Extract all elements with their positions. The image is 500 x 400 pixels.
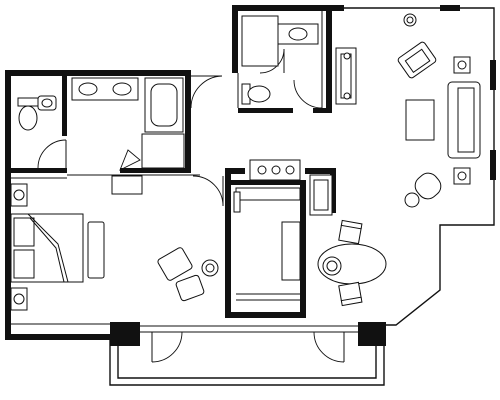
kitchen-sink xyxy=(233,191,241,213)
wall-pier-right xyxy=(358,322,386,346)
bedroom-chair xyxy=(157,247,193,281)
kitchen-counter xyxy=(281,221,301,281)
wall-kitchen-right xyxy=(300,180,306,318)
pillow-2 xyxy=(13,249,35,279)
lamp-1 xyxy=(343,52,351,60)
side-table-round xyxy=(404,192,420,208)
outline-right-lower xyxy=(386,180,495,326)
dining-table xyxy=(317,243,387,285)
bathroom-2 xyxy=(241,15,319,105)
door-swing-bath xyxy=(119,149,141,171)
wall-right-a xyxy=(490,60,496,90)
bedroom xyxy=(10,183,219,311)
outline-top-right xyxy=(460,7,495,60)
coffee-table xyxy=(405,99,435,141)
end-table-lamp-2 xyxy=(457,171,467,181)
shower xyxy=(141,133,185,169)
bedroom-side-table xyxy=(201,259,219,277)
balcony-outer xyxy=(109,340,385,386)
plant xyxy=(403,13,417,27)
walls xyxy=(5,5,496,346)
vanity-basin-1 xyxy=(78,82,98,96)
wall-bath2-top xyxy=(232,5,332,11)
door-swing-bath2-closet xyxy=(293,79,323,109)
wall-bath2-right xyxy=(326,5,332,113)
sofa-cushion xyxy=(457,87,475,153)
wall-bedroom-bottom xyxy=(5,334,110,340)
toilet-tank-left xyxy=(17,97,39,107)
wall-bath-bottom-right xyxy=(120,168,191,173)
wall-bath-right xyxy=(185,70,191,170)
vanity-basin-2 xyxy=(112,82,132,96)
bed-cover xyxy=(27,213,69,283)
wall-kitchen-left xyxy=(225,168,231,318)
wall-kitchen-top-b xyxy=(305,168,335,174)
balcony-inner xyxy=(117,340,377,379)
door-swing-balcony-right xyxy=(313,331,345,363)
door-swing-halfbath xyxy=(37,139,67,169)
wall-pier-left xyxy=(110,322,140,346)
wall-kitchen-inner-top xyxy=(231,180,306,185)
dining-area xyxy=(317,219,387,307)
kitchen xyxy=(233,159,333,281)
wall-bath-divider xyxy=(62,76,67,136)
bench xyxy=(87,221,105,279)
sink-basin-2 xyxy=(288,27,308,41)
wall-bath2-bottom-right xyxy=(313,108,332,113)
sink-basin-left xyxy=(41,98,53,108)
armchair-1 xyxy=(397,41,437,79)
wall-top-right-a xyxy=(332,5,344,11)
wall-kitchen-column xyxy=(330,168,336,213)
counter-top xyxy=(235,187,301,201)
bathtub-inner xyxy=(150,83,178,127)
hall-cabinet xyxy=(111,175,143,195)
tv-cabinet-inner xyxy=(340,53,352,99)
pillow-1 xyxy=(13,217,35,247)
door-swing-entry xyxy=(190,75,223,109)
door-swing-balcony-left xyxy=(151,331,183,363)
shower-2 xyxy=(241,15,279,67)
wall-bath-bottom-left xyxy=(5,168,67,173)
lamp-2 xyxy=(343,92,351,100)
wall-corner xyxy=(5,170,10,175)
wall-top-left xyxy=(5,70,190,76)
wall-bath2-bottom xyxy=(238,108,293,113)
wall-right-b xyxy=(490,150,496,180)
centerpiece xyxy=(322,256,342,276)
toilet-bowl-2 xyxy=(247,85,271,103)
end-table-lamp-1 xyxy=(457,60,467,70)
doors xyxy=(37,48,345,363)
wall-kitchen-top-a xyxy=(225,168,245,174)
wall-bath2-left xyxy=(232,5,238,73)
wall-left xyxy=(5,70,11,340)
door-swing-kitchen xyxy=(192,175,224,207)
living-room xyxy=(335,13,481,208)
wall-top-right-b xyxy=(440,5,460,11)
master-bathroom xyxy=(71,77,185,195)
armchair-2 xyxy=(414,172,442,200)
toilet-bowl-left xyxy=(18,105,38,131)
dining-chair-1 xyxy=(338,219,363,245)
wall-kitchen-bottom xyxy=(231,312,306,318)
dining-chair-2 xyxy=(338,281,363,307)
ottoman xyxy=(175,274,205,302)
half-bathroom xyxy=(17,95,57,131)
